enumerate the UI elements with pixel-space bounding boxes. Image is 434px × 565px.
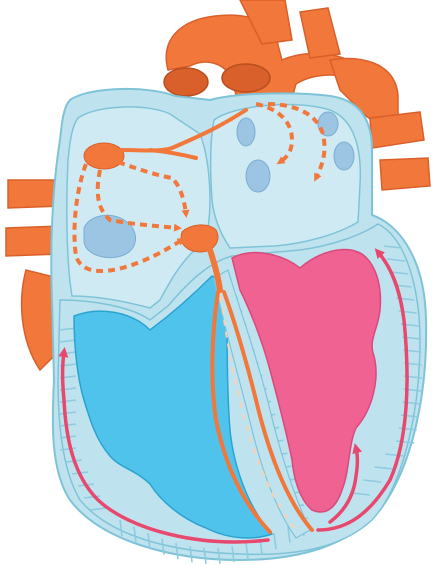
vessel-opening-left xyxy=(164,68,208,96)
right-pulmonary-vein-lower xyxy=(380,158,430,190)
left-atrium-vein-opening-3 xyxy=(246,160,270,192)
av-node xyxy=(181,225,218,252)
sa-node xyxy=(84,143,124,169)
right-pulmonary-vein-upper xyxy=(370,112,424,148)
vessel-opening-right xyxy=(222,64,270,92)
branch-vessel-2 xyxy=(300,8,340,58)
left-atrium-vein-opening-1 xyxy=(237,118,255,146)
left-atrium-vein-opening-4 xyxy=(334,142,354,170)
